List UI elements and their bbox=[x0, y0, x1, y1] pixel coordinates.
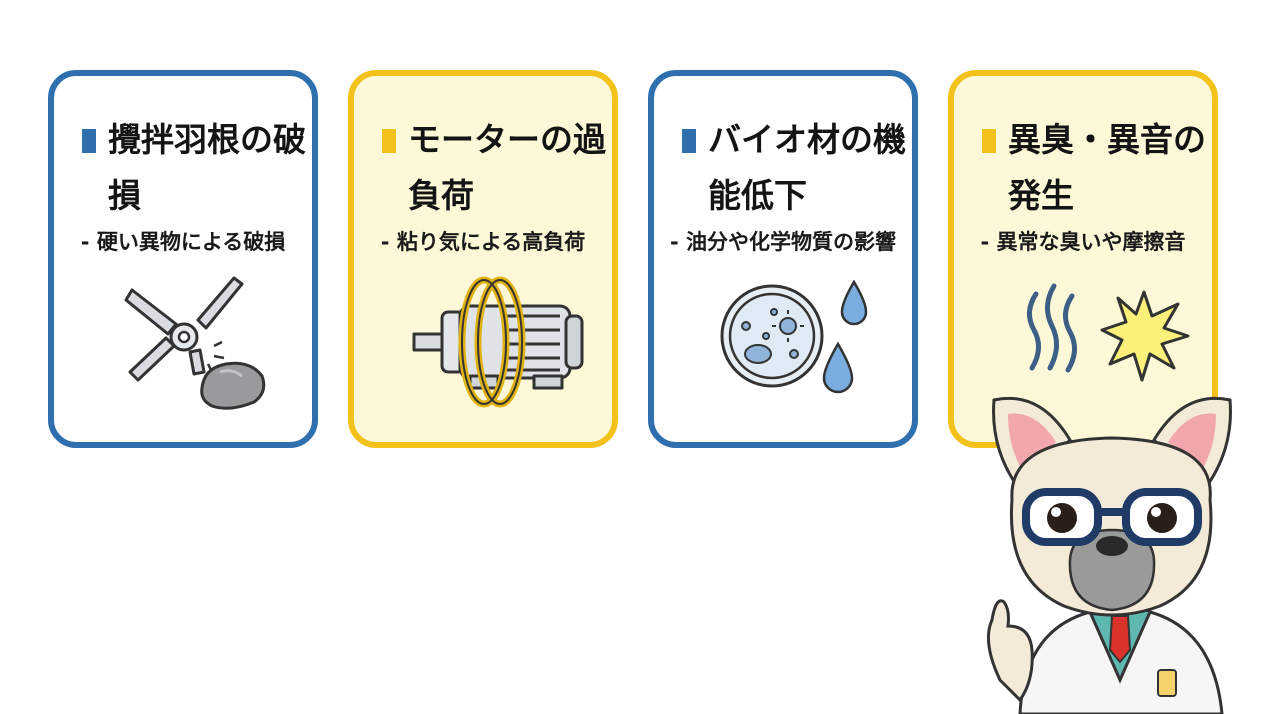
card-subtitle: - 油分や化学物質の影響 bbox=[669, 230, 897, 254]
title-marker bbox=[382, 129, 396, 153]
card-title-text: 攪拌羽根の破損 bbox=[108, 120, 306, 215]
title-marker bbox=[82, 129, 96, 153]
card-title: バイオ材の機能低下 bbox=[682, 112, 912, 224]
card-odor-noise: 異臭・異音の発生 - 異常な臭いや摩擦音 bbox=[948, 70, 1218, 448]
bulldog-scientist-icon bbox=[986, 396, 1232, 714]
card-motor-overload: モーターの過負荷 - 粘り気による高負荷 bbox=[348, 70, 618, 448]
card-title-text: 異臭・異音の発生 bbox=[1008, 120, 1206, 215]
petri-dish-icon bbox=[720, 279, 868, 394]
broken-blade-icon bbox=[124, 276, 266, 410]
title-marker bbox=[682, 129, 696, 153]
card-title-text: モーターの過負荷 bbox=[408, 120, 606, 215]
card-subtitle: - 粘り気による高負荷 bbox=[380, 230, 586, 254]
odor-noise-icon bbox=[1027, 283, 1190, 382]
card-blade-damage: 攪拌羽根の破損 - 硬い異物による破損 bbox=[48, 70, 318, 448]
card-subtitle: - 硬い異物による破損 bbox=[80, 230, 286, 254]
card-title: モーターの過負荷 bbox=[382, 112, 612, 224]
motor-icon bbox=[412, 276, 584, 408]
title-marker bbox=[982, 129, 996, 153]
card-subtitle: - 異常な臭いや摩擦音 bbox=[980, 230, 1186, 254]
card-title: 異臭・異音の発生 bbox=[982, 112, 1212, 224]
card-bio-material-decline: バイオ材の機能低下 - 油分や化学物質の影響 bbox=[648, 70, 918, 448]
card-title-text: バイオ材の機能低下 bbox=[708, 120, 906, 215]
card-title: 攪拌羽根の破損 bbox=[82, 112, 312, 224]
